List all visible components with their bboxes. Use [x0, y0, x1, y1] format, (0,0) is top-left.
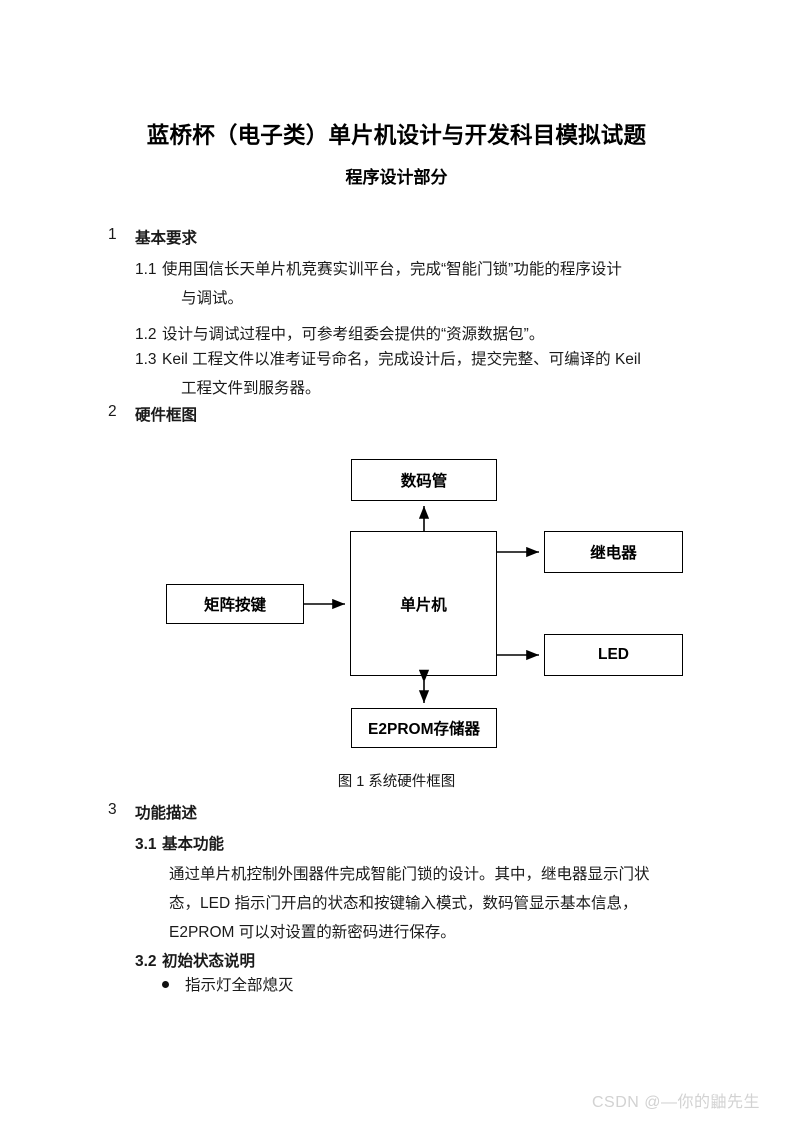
- section-1-title: 基本要求: [135, 230, 198, 247]
- diagram-block-mcu: 单片机: [350, 531, 497, 676]
- item-1-2-number: 1.2: [135, 326, 157, 343]
- section-2-number: 2: [108, 403, 117, 420]
- document-title: 蓝桥杯（电子类）单片机设计与开发科目模拟试题: [146, 123, 647, 148]
- diagram-block-keypad: 矩阵按键: [166, 584, 304, 624]
- item-1-3-number: 1.3: [135, 351, 157, 368]
- item-1-3-cont: 工程文件到服务器。: [181, 380, 321, 397]
- diagram-block-display: 数码管: [351, 459, 497, 501]
- list-item: 指示灯全部熄灭: [162, 973, 294, 995]
- document-subtitle: 程序设计部分: [345, 168, 448, 187]
- item-1-2-text: 设计与调试过程中，可参考组委会提供的“资源数据包”。: [162, 326, 545, 343]
- subsection-3-2-number: 3.2: [135, 953, 157, 970]
- csdn-watermark: CSDN @—你的鼬先生: [591, 1094, 760, 1111]
- diagram-block-led: LED: [544, 634, 683, 676]
- subsection-3-1-line-2: 态，LED 指示门开启的状态和按键输入模式，数码管显示基本信息，: [169, 895, 638, 912]
- list-item-label: 指示灯全部熄灭: [185, 977, 294, 994]
- item-1-3-text: Keil 工程文件以准考证号命名，完成设计后，提交完整、可编译的 Keil: [162, 351, 641, 368]
- subsection-3-1-line-1: 通过单片机控制外围器件完成智能门锁的设计。其中，继电器显示门状: [169, 866, 650, 883]
- figure-caption: 图 1 系统硬件框图: [337, 774, 456, 790]
- bullet-icon: [162, 980, 169, 988]
- subsection-3-2-title: 初始状态说明: [162, 953, 256, 970]
- subsection-3-1-title: 基本功能: [162, 836, 225, 853]
- item-1-1-number: 1.1: [135, 261, 157, 278]
- diagram-block-eeprom: E2PROM存储器: [351, 708, 497, 748]
- section-1-number: 1: [108, 226, 117, 243]
- section-2-title: 硬件框图: [135, 407, 198, 424]
- section-3-number: 3: [108, 801, 117, 818]
- section-3-title: 功能描述: [135, 805, 198, 822]
- item-1-1-text: 使用国信长天单片机竞赛实训平台，完成“智能门锁”功能的程序设计: [162, 261, 622, 278]
- diagram-block-relay: 继电器: [544, 531, 683, 573]
- subsection-3-1-line-3: E2PROM 可以对设置的新密码进行保存。: [169, 924, 456, 941]
- item-1-1-cont: 与调试。: [181, 290, 244, 307]
- subsection-3-1-number: 3.1: [135, 836, 157, 853]
